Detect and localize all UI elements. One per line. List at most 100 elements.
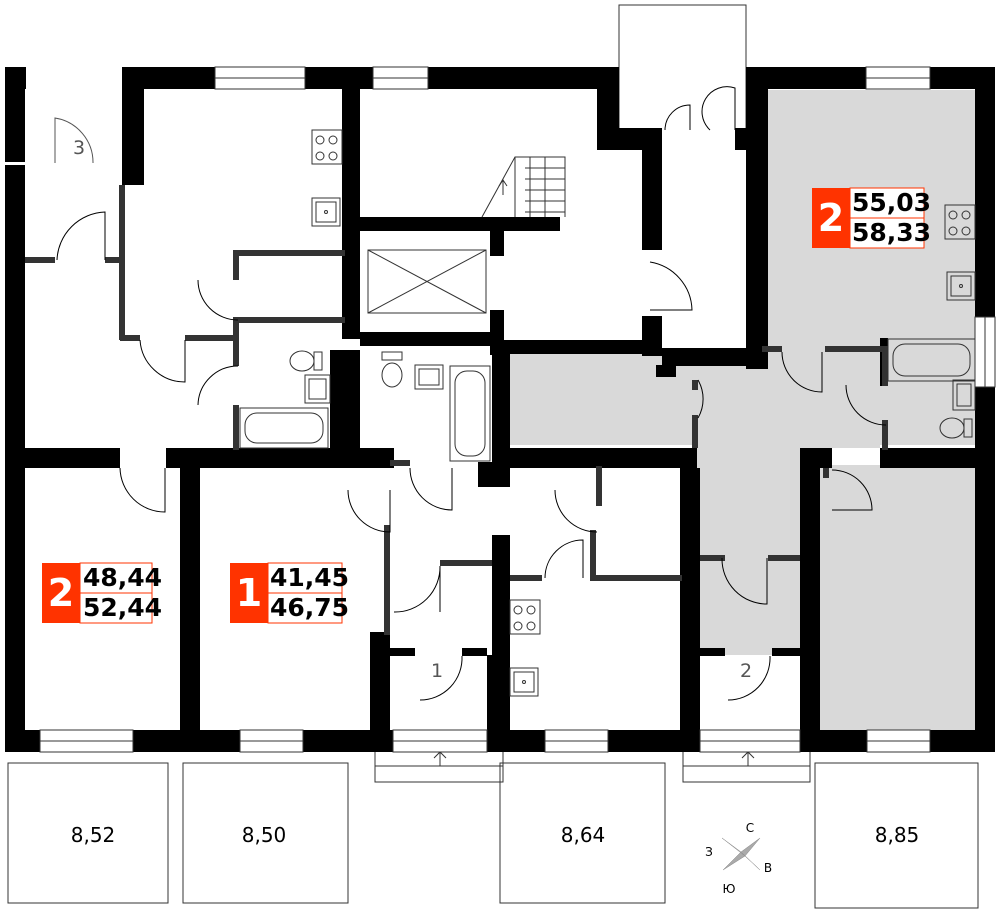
wall-segment (180, 468, 200, 730)
compass-east: В (764, 861, 772, 875)
wall-segment (5, 165, 25, 750)
terrace-box-1 (7, 762, 169, 904)
partition-segment (882, 420, 888, 450)
partition-segment (882, 346, 888, 386)
entrance-number: 1 (431, 660, 443, 682)
room-count: 1 (236, 571, 262, 615)
wall-segment (642, 150, 662, 250)
wall-segment (330, 350, 360, 450)
bathtub-icon (449, 365, 491, 462)
partition-segment (233, 317, 345, 323)
room-count: 2 (48, 571, 74, 615)
partition-segment (440, 560, 492, 566)
wall-segment (880, 448, 975, 468)
wall-segment (122, 67, 144, 185)
apartment-badge-left: 2 48,44 52,44 (42, 562, 162, 624)
partition-segment (700, 555, 725, 561)
compass-rose: С В Ю З (705, 821, 772, 896)
terrace-box-4 (814, 762, 979, 909)
partition-segment (233, 250, 345, 256)
area-living: 48,44 (83, 563, 162, 592)
wall-segment (490, 231, 504, 256)
interior-partitions (25, 185, 888, 635)
partition-segment (768, 555, 800, 561)
badge-bg (230, 563, 268, 623)
window (239, 729, 304, 753)
wall-segment (662, 348, 762, 366)
wall-segment (597, 67, 619, 147)
porch-outline-1 (374, 750, 504, 783)
terrace-box-3 (499, 762, 666, 904)
wall-segment (490, 340, 650, 354)
stove-icon (944, 204, 976, 240)
partition-segment (590, 530, 596, 580)
wall-segment (492, 535, 510, 655)
compass-star-icon (722, 837, 761, 871)
shaded-apartment-areas (510, 90, 975, 730)
wall-segment (342, 89, 360, 339)
sink-icon (414, 364, 444, 390)
wall-segment (680, 468, 700, 730)
toilet-icon (381, 351, 403, 388)
wall-segment (303, 730, 393, 752)
terrace-box-2 (182, 762, 349, 904)
partition-segment (823, 468, 829, 478)
terrace-area: 8,64 (561, 823, 606, 847)
area-living: 55,03 (852, 188, 931, 217)
entrance-number: 3 (73, 137, 85, 159)
wall-segment (462, 648, 487, 656)
wall-segment (166, 448, 394, 468)
window (372, 66, 429, 90)
windows (39, 66, 996, 753)
badge-bg (42, 563, 80, 623)
wall-segment (772, 648, 800, 656)
window (214, 66, 306, 90)
elevator-shaft (367, 249, 487, 314)
wall-segment (800, 730, 867, 752)
toilet-icon (939, 417, 973, 439)
wall-segment (360, 332, 500, 346)
partition-segment (510, 575, 542, 581)
room-count: 2 (818, 196, 844, 240)
wall-segment (478, 462, 510, 487)
porch-arrow-2 (741, 751, 755, 766)
sink-icon (311, 197, 341, 227)
window (699, 729, 801, 753)
wall-segment (608, 730, 700, 752)
window (866, 729, 931, 753)
wall-segment (25, 448, 120, 468)
partition-segment (233, 405, 239, 450)
apartment-badge-right: 2 55,03 58,33 (812, 187, 931, 249)
wall-segment (360, 217, 560, 231)
partition-segment (25, 257, 55, 263)
partition-segment (762, 346, 782, 352)
terrace-area: 8,52 (71, 823, 116, 847)
wall-segment (735, 128, 746, 150)
compass-north: С (746, 821, 754, 835)
apartment-badge-center: 1 41,45 46,75 (230, 562, 349, 624)
partition-segment (590, 575, 682, 581)
partition-segment (692, 415, 698, 448)
wall-segment (800, 448, 832, 468)
wall-segment (930, 730, 995, 752)
window (39, 729, 134, 753)
wall-segment (370, 632, 390, 730)
partition-segment (185, 335, 237, 341)
wall-segment (975, 387, 995, 750)
wall-segment (5, 67, 25, 162)
staircase (481, 156, 566, 218)
partition-segment (233, 320, 239, 366)
window (392, 729, 488, 753)
wall-segment (746, 67, 866, 89)
wall-segment (700, 648, 725, 656)
bathtub-icon (887, 338, 976, 382)
partition-segment (825, 346, 885, 352)
shaded-area-right-apartment (768, 90, 975, 445)
wall-segment (122, 67, 215, 89)
wall-segment (656, 365, 676, 377)
badge-bg (812, 188, 850, 248)
window (865, 66, 931, 90)
window (974, 316, 996, 388)
wall-segment (487, 655, 510, 750)
